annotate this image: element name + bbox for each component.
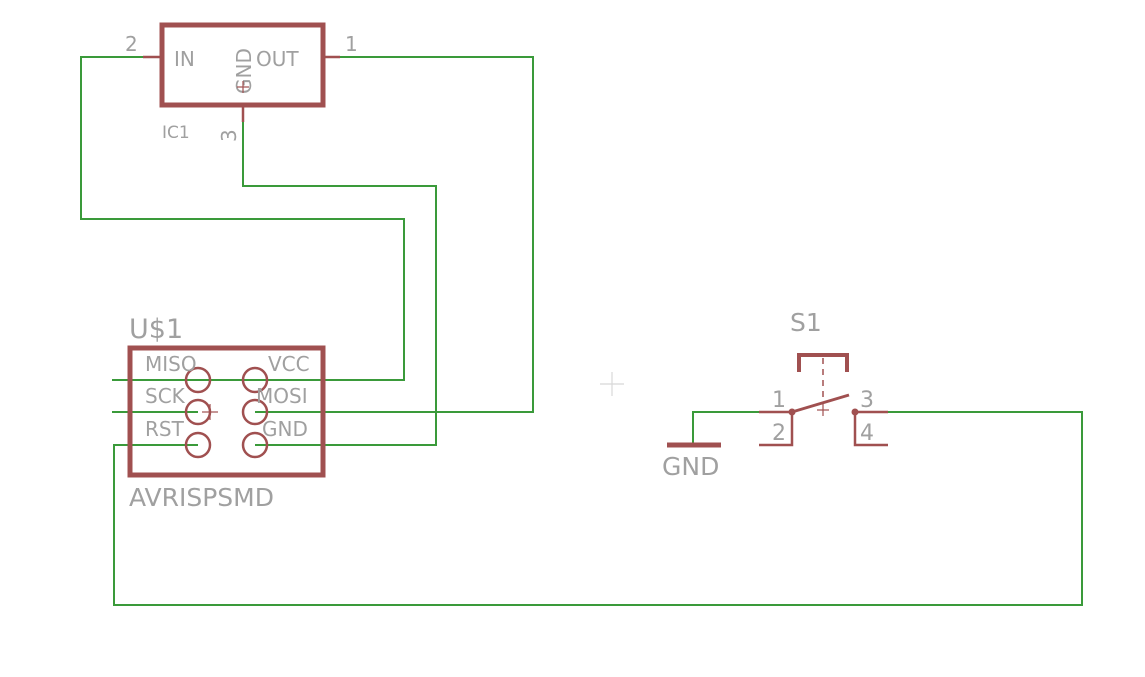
u1-pin-vcc-label: VCC xyxy=(268,352,310,376)
u1-pin-gnd-label: GND xyxy=(262,417,308,441)
net-gnd-to-isp-gnd[interactable] xyxy=(242,122,437,446)
ic1-pin-in-label: IN xyxy=(174,47,195,71)
u1-pin-miso-label: MISO xyxy=(145,352,197,376)
u1-pad-gnd xyxy=(241,431,269,459)
u1-value-label: AVRISPSMD xyxy=(129,483,274,512)
u1-pin-sck-label: SCK xyxy=(145,384,186,408)
ic1-origin-cross xyxy=(237,81,249,93)
ic1-pin-num-in: 2 xyxy=(125,32,138,56)
s1-pin-1-label: 1 xyxy=(772,388,786,413)
gnd-symbol-label: GND xyxy=(662,452,719,481)
ic1-name-label: IC1 xyxy=(162,123,190,143)
ic1-pin-out-label: OUT xyxy=(256,47,299,71)
ic1-pin-gnd-label: GND xyxy=(232,48,256,94)
net-in-to-miso[interactable] xyxy=(80,56,405,381)
s1-name-label: S1 xyxy=(790,308,822,337)
net-switch-to-gnd[interactable] xyxy=(692,411,759,445)
u1-pad-mosi xyxy=(241,398,269,426)
s1-actuator xyxy=(797,353,849,372)
u1-body xyxy=(127,345,326,478)
net-out-to-mosi[interactable] xyxy=(255,56,534,413)
s1-lead-4 xyxy=(853,412,888,447)
ic1-regulator[interactable]: IN OUT GND 2 1 3 IC1 xyxy=(125,22,358,143)
schematic-origin-marker xyxy=(600,372,624,396)
u1-name-label: U$1 xyxy=(129,314,183,345)
s1-contact-blade xyxy=(791,393,850,414)
s1-pin-3-label: 3 xyxy=(860,388,874,413)
s1-origin-cross xyxy=(817,404,829,416)
s1-contact-right xyxy=(851,408,859,416)
s1-contact-left xyxy=(788,408,796,416)
u1-isp-header[interactable]: U$1 MISO SCK RST VCC MOSI GND AVRISPSMD xyxy=(127,314,326,512)
s1-lead-2 xyxy=(759,412,794,447)
ic1-pin-num-gnd: 3 xyxy=(217,129,241,142)
u1-pin-rst-label: RST xyxy=(145,417,185,441)
u1-pad-vcc xyxy=(241,366,269,394)
s1-pin-4-label: 4 xyxy=(860,421,874,446)
u1-origin-cross xyxy=(202,404,218,420)
s1-pin-2-label: 2 xyxy=(772,421,786,446)
u1-pad-rst xyxy=(184,431,212,459)
s1-pushbutton[interactable]: S1 1 2 3 4 xyxy=(759,308,888,447)
u1-pad-miso xyxy=(184,366,212,394)
gnd-supply-symbol[interactable]: GND xyxy=(662,442,721,481)
u1-pin-mosi-label: MOSI xyxy=(256,384,308,408)
ic1-pin-num-out: 1 xyxy=(345,32,358,56)
